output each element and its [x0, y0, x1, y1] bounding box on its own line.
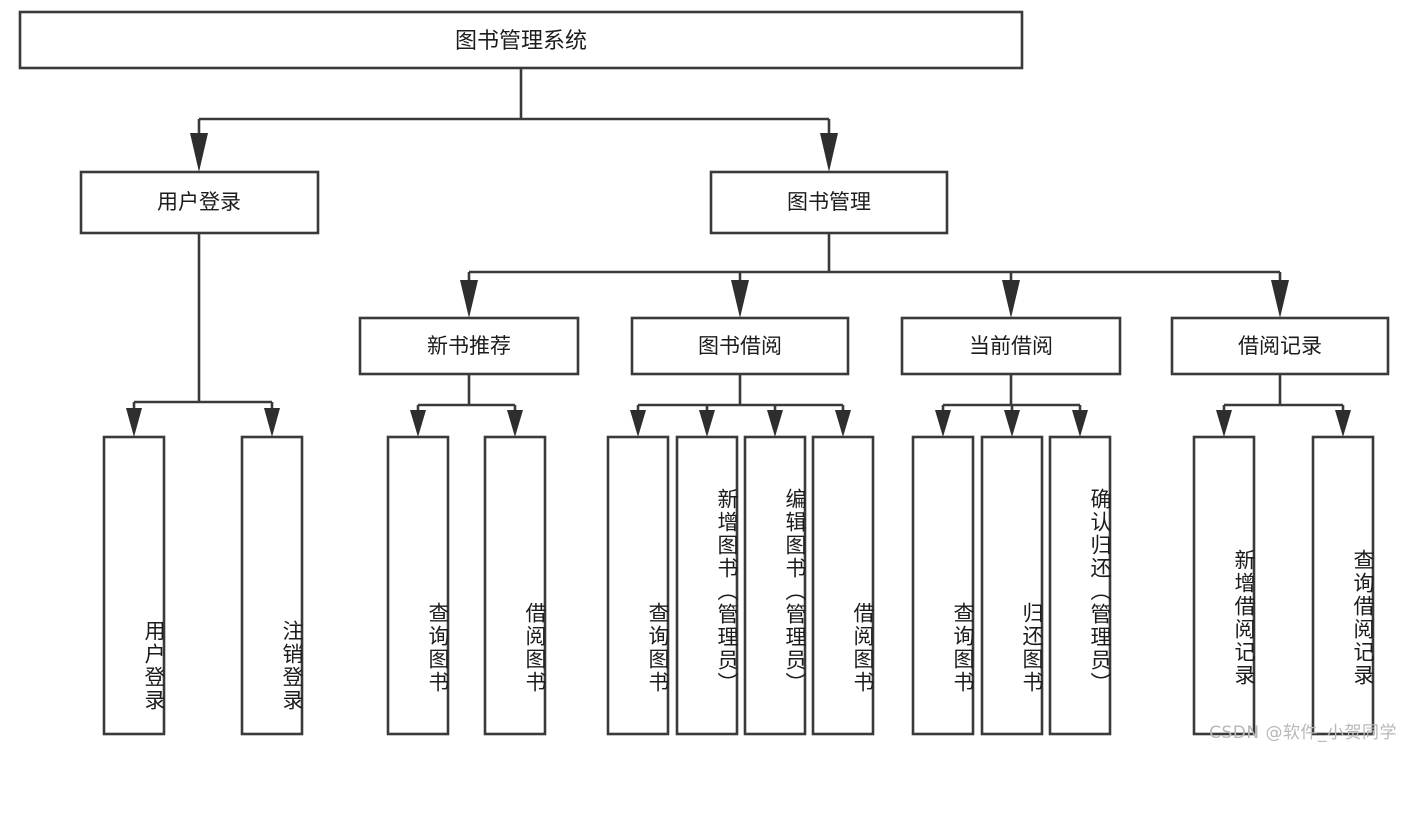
node-root[interactable]: 图书管理系统: [18, 10, 1024, 70]
node-user-login-label: 用户登录: [157, 190, 241, 214]
arrow-head-nb-leaf2: [507, 410, 523, 437]
csdn-watermark: CSDN @软件_小贺同学: [1209, 723, 1397, 743]
node-new-book-recommend-box[interactable]: [358, 316, 580, 376]
node-book-manage-box[interactable]: [709, 170, 949, 235]
arrow-head-cb-leaf2: [1004, 410, 1020, 437]
arrow-head-bb-leaf1: [630, 410, 646, 437]
node-root-box[interactable]: [18, 10, 1024, 70]
leaf-box-confirm-return-admin[interactable]: [1048, 435, 1112, 736]
arrow-head-bb-leaf4: [835, 410, 851, 437]
node-book-borrow[interactable]: 图书借阅: [630, 316, 850, 376]
arrow-head-new-book: [460, 280, 478, 318]
leaf-box-return-book[interactable]: [980, 435, 1044, 736]
node-book-borrow-label: 图书借阅: [698, 334, 782, 358]
arrow-head-book-manage: [820, 133, 838, 172]
arrow-head-bb-leaf2: [699, 410, 715, 437]
leaf-box-add-book-admin[interactable]: [675, 435, 739, 736]
node-book-borrow-box[interactable]: [630, 316, 850, 376]
leaf-box-borrow-book-bb[interactable]: [811, 435, 875, 736]
connector-layer: [126, 68, 1351, 437]
leaf-box-query-book-nb[interactable]: [386, 435, 450, 736]
arrow-head-cb-leaf3: [1072, 410, 1088, 437]
node-current-borrow-label: 当前借阅: [969, 334, 1053, 358]
arrow-head-bb-leaf3: [767, 410, 783, 437]
leaf-box-query-book-cb[interactable]: [911, 435, 975, 736]
flowchart-diagram: 图书管理系统 用户登录 图书管理 新书推荐 图书借阅 当前借阅 借阅记录: [18, 10, 1397, 743]
leaf-box-query-borrow-record[interactable]: [1311, 435, 1375, 736]
tree-diagram-canvas: 图书管理系统 用户登录 图书管理 新书推荐 图书借阅 当前借阅 借阅记录: [18, 10, 1390, 736]
arrow-head-cb-leaf1: [935, 410, 951, 437]
arrow-head-leaf-user-login: [126, 408, 142, 437]
node-new-book-recommend-label: 新书推荐: [427, 334, 511, 358]
leaf-box-edit-book-admin[interactable]: [743, 435, 807, 736]
node-user-login[interactable]: 用户登录: [79, 170, 320, 235]
node-borrow-record-label: 借阅记录: [1238, 334, 1322, 358]
arrow-head-current-borrow: [1002, 280, 1020, 318]
arrow-head-user-login: [190, 133, 208, 172]
arrow-head-leaf-logout: [264, 408, 280, 437]
arrow-head-borrow-record: [1271, 280, 1289, 318]
node-borrow-record-box[interactable]: [1170, 316, 1390, 376]
node-book-manage-label: 图书管理: [787, 190, 871, 214]
node-book-manage[interactable]: 图书管理: [709, 170, 949, 235]
leaf-box-user-login[interactable]: [102, 435, 166, 736]
leaf-box-layer: [102, 435, 1375, 736]
leaf-box-logout[interactable]: [240, 435, 304, 736]
arrow-head-nb-leaf1: [410, 410, 426, 437]
leaf-box-query-book-bb[interactable]: [606, 435, 670, 736]
arrow-head-br-leaf2: [1335, 410, 1351, 437]
leaf-box-borrow-book-nb[interactable]: [483, 435, 547, 736]
node-current-borrow-box[interactable]: [900, 316, 1122, 376]
node-user-login-box[interactable]: [79, 170, 320, 235]
node-root-label: 图书管理系统: [455, 29, 587, 54]
node-borrow-record[interactable]: 借阅记录: [1170, 316, 1390, 376]
node-new-book-recommend[interactable]: 新书推荐: [358, 316, 580, 376]
leaf-box-add-borrow-record[interactable]: [1192, 435, 1256, 736]
arrow-head-borrow-book: [731, 280, 749, 318]
arrow-head-br-leaf1: [1216, 410, 1232, 437]
node-current-borrow[interactable]: 当前借阅: [900, 316, 1122, 376]
